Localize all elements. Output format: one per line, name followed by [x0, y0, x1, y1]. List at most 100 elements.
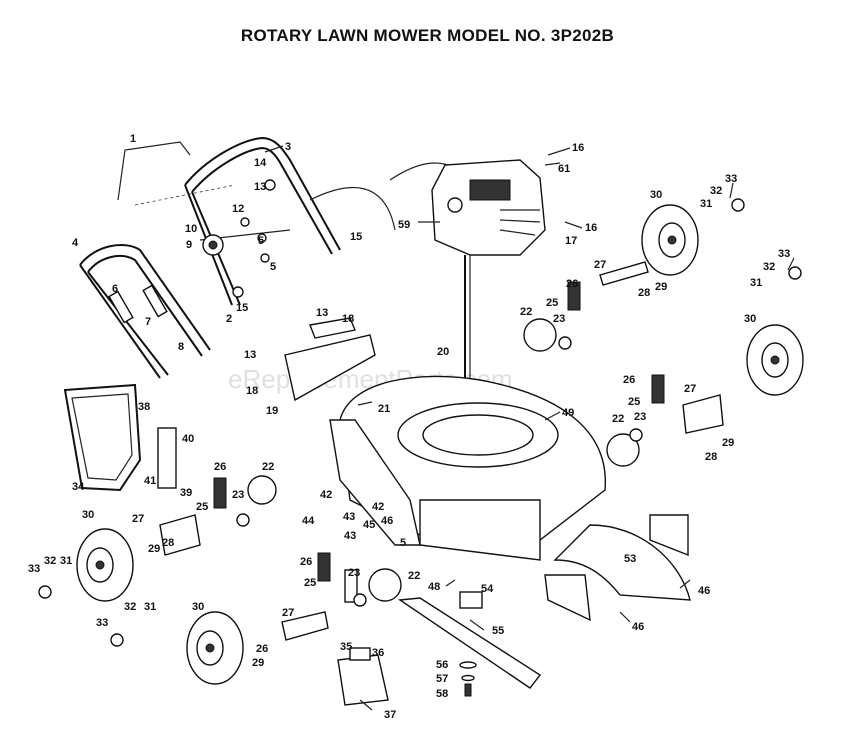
callout-22: 22: [408, 570, 420, 582]
callout-33: 33: [725, 173, 737, 185]
callout-53: 53: [624, 553, 636, 565]
callout-54: 54: [481, 583, 494, 595]
callout-32: 32: [710, 185, 722, 197]
callout-29: 29: [722, 437, 734, 449]
callout-23: 23: [634, 411, 646, 423]
callout-22: 22: [612, 413, 624, 425]
callout-19: 19: [266, 405, 278, 417]
callout-57: 57: [436, 673, 448, 685]
callout-32: 32: [124, 601, 136, 613]
callout-22: 22: [262, 461, 274, 473]
callout-59: 59: [398, 219, 410, 231]
callout-26: 26: [256, 643, 268, 655]
callout-23: 23: [232, 489, 244, 501]
discharge-chute: [553, 524, 691, 601]
callout-5: 5: [400, 537, 406, 549]
callout-5: 5: [258, 235, 264, 247]
callout-20: 20: [437, 346, 449, 358]
baffle: [284, 334, 376, 402]
blade-adapter: [459, 591, 483, 609]
callout-41: 41: [144, 475, 156, 487]
callout-25: 25: [304, 577, 316, 589]
callout-30: 30: [82, 509, 94, 521]
callout-6: 6: [112, 283, 118, 295]
callout-21: 21: [378, 403, 390, 415]
callout-43: 43: [343, 511, 355, 523]
callout-16: 16: [585, 222, 597, 234]
callout-30: 30: [192, 601, 204, 613]
callout-31: 31: [144, 601, 156, 613]
lever-c: [213, 477, 227, 509]
callout-33: 33: [778, 248, 790, 260]
callout-32: 32: [763, 261, 775, 273]
callout-45: 45: [363, 519, 375, 531]
callout-14: 14: [254, 157, 267, 169]
callout-48: 48: [428, 581, 440, 593]
callout-9: 9: [186, 239, 192, 251]
wheel-left-rear: [186, 611, 244, 685]
callout-40: 40: [182, 433, 194, 445]
callout-13: 13: [254, 181, 266, 193]
callout-12: 12: [232, 203, 244, 215]
leader-lines: [264, 145, 795, 711]
callout-17: 17: [565, 235, 577, 247]
lever-a: [567, 281, 581, 311]
rear-shield: [63, 383, 142, 492]
callout-28: 28: [162, 537, 174, 549]
filter-cover: [337, 654, 389, 706]
callout-38: 38: [138, 401, 150, 413]
callout-56: 56: [436, 659, 448, 671]
callout-29: 29: [148, 543, 160, 555]
callout-2: 2: [226, 313, 232, 325]
callout-23: 23: [553, 313, 565, 325]
callout-7: 7: [145, 316, 151, 328]
callout-22: 22: [520, 306, 532, 318]
callout-34: 34: [72, 481, 85, 493]
mower-deck: [329, 375, 606, 561]
callout-15: 15: [350, 231, 362, 243]
callout-37: 37: [384, 709, 396, 721]
callout-25: 25: [196, 501, 208, 513]
throttle-cable: [309, 186, 396, 231]
callout-13: 13: [316, 307, 328, 319]
callout-46: 46: [632, 621, 644, 633]
callout-10: 10: [185, 223, 197, 235]
rear-bracket: [157, 427, 177, 489]
callout-27: 27: [282, 607, 294, 619]
lever-d: [317, 552, 331, 582]
callout-13: 13: [244, 349, 256, 361]
callout-43: 43: [344, 530, 356, 542]
callout-29: 29: [252, 657, 264, 669]
height-adjuster-plates: [247, 318, 640, 602]
callout-25: 25: [546, 297, 558, 309]
callout-labels: 1 3 14 13 12 10 9 5 5 4 6 7 8 2 15 15 16…: [28, 133, 790, 721]
callout-35: 35: [340, 641, 352, 653]
callout-42: 42: [320, 489, 332, 501]
callout-31: 31: [700, 198, 712, 210]
control-cable: [117, 141, 191, 201]
wheel-rear-right: [641, 204, 699, 276]
callout-29: 29: [655, 281, 667, 293]
callout-31: 31: [750, 277, 762, 289]
callout-28: 28: [638, 287, 650, 299]
callout-27: 27: [684, 383, 696, 395]
callout-49: 49: [562, 407, 574, 419]
callout-4: 4: [72, 237, 79, 249]
callout-32: 32: [44, 555, 56, 567]
callout-36: 36: [372, 647, 384, 659]
callout-26: 26: [214, 461, 226, 473]
callout-39: 39: [180, 487, 192, 499]
callout-27: 27: [594, 259, 606, 271]
callout-42: 42: [372, 501, 384, 513]
callout-28: 28: [705, 451, 717, 463]
callout-18: 18: [246, 385, 258, 397]
callout-55: 55: [492, 625, 504, 637]
lever-b: [651, 374, 665, 404]
callout-26: 26: [300, 556, 312, 568]
callout-44: 44: [302, 515, 315, 527]
callout-26: 26: [566, 278, 578, 290]
callout-16: 16: [572, 142, 584, 154]
callout-3: 3: [285, 141, 291, 153]
callout-61: 61: [558, 163, 570, 175]
